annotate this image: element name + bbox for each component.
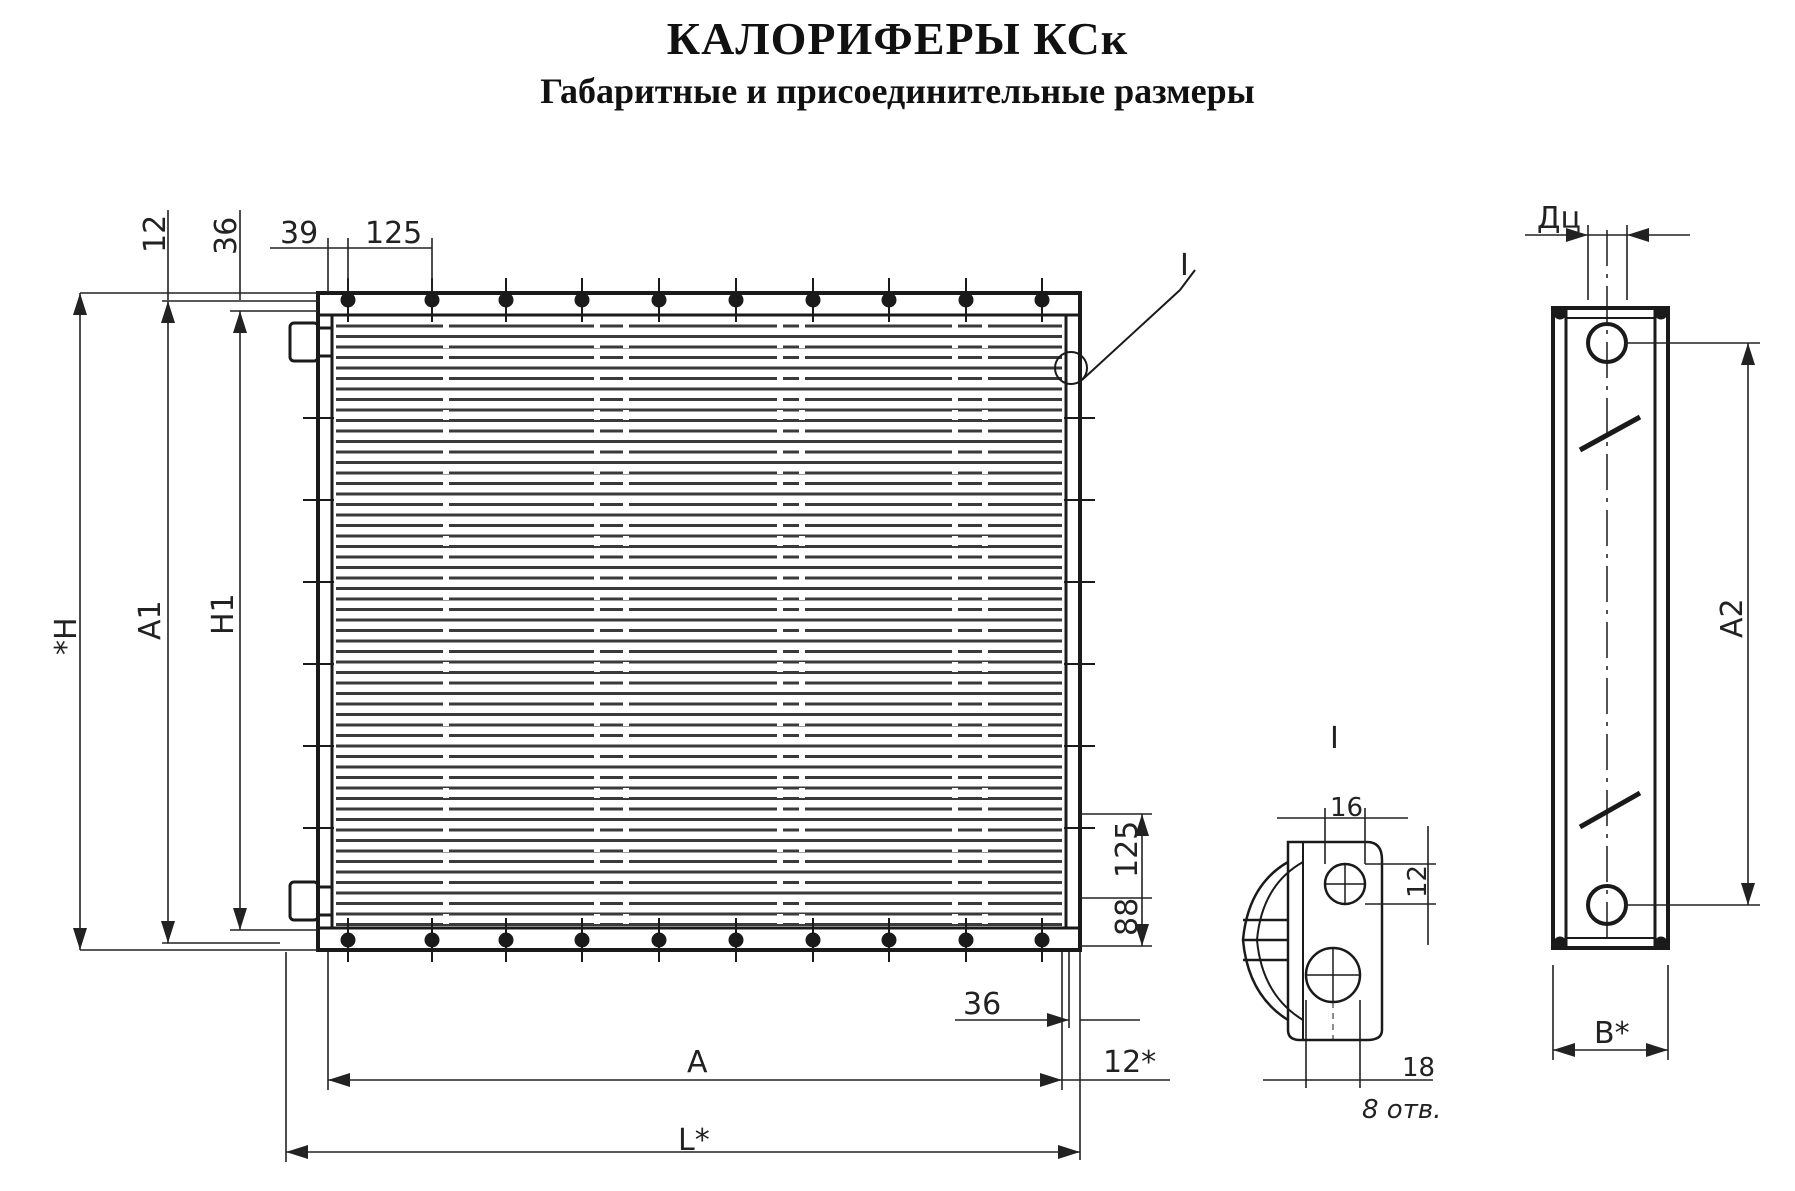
bolt-icon: [574, 278, 590, 322]
dim-125-top: 125: [365, 216, 422, 251]
fin-lines: [336, 324, 1062, 926]
bolt-icon: [728, 278, 744, 322]
detail-texts: I 16 12 18 8 отв.: [1330, 721, 1441, 1125]
dim-36-bottom: 36: [963, 987, 1001, 1022]
side-view: [1551, 230, 1670, 950]
bolt-icon: [881, 918, 897, 962]
heater-core: [330, 313, 1068, 930]
dim-L: L*: [678, 1123, 710, 1158]
bolt-icon: [805, 278, 821, 322]
dim-39: 39: [280, 216, 318, 251]
page-subtitle: Габаритные и присоединительные размеры: [540, 71, 1255, 111]
dim-H: *H: [49, 617, 84, 655]
side-ticks: [303, 417, 1095, 829]
dim-12-top: 12: [138, 215, 173, 253]
inlet-nozzle: [288, 321, 332, 363]
bolt-icon: [1034, 278, 1050, 322]
bolt-icon: [958, 918, 974, 962]
side-frame: [1551, 306, 1670, 950]
front-view: [288, 269, 1196, 962]
bolt-icon: [728, 918, 744, 962]
dim-H1: H1: [206, 593, 241, 635]
callout-circle: [1054, 351, 1088, 385]
dim-A2: A2: [1715, 598, 1750, 638]
side-dimension-lines: [1525, 225, 1760, 1060]
dim-B: B*: [1594, 1016, 1630, 1051]
front-dimension-texts: 12 36 39 125 *H A1 H1 125 88 36 12* A L*…: [49, 215, 1189, 1158]
bolt-icon: [340, 918, 356, 962]
dim-12-detail: 12: [1403, 865, 1433, 898]
front-dimension-lines: [79, 210, 1170, 1162]
bolt-icon: [498, 918, 514, 962]
detail-view: [1241, 840, 1384, 1042]
detail-label: I: [1330, 721, 1339, 756]
bolt-icon: [881, 278, 897, 322]
dim-18: 18: [1402, 1053, 1435, 1083]
detail-body: [1286, 840, 1384, 1042]
dim-36-top: 36: [209, 217, 244, 255]
holes-count: 8 отв.: [1362, 1095, 1441, 1125]
front-arrows: [73, 293, 1149, 1159]
dim-Du: Дц: [1537, 201, 1581, 236]
bolt-icon: [805, 918, 821, 962]
dim-12-bottom: 12*: [1103, 1045, 1156, 1080]
bolt-icon: [574, 918, 590, 962]
bolt-icon: [1034, 918, 1050, 962]
dim-A1: A1: [133, 600, 168, 640]
dim-A: A: [687, 1045, 708, 1080]
detail-dimension-lines: [1263, 808, 1436, 1088]
bolt-icon: [651, 278, 667, 322]
bolt-icon: [651, 918, 667, 962]
page-title: КАЛОРИФЕРЫ КСк: [666, 13, 1129, 64]
side-arrows: [1553, 228, 1755, 1057]
bolt-icon: [958, 278, 974, 322]
dim-16: 16: [1330, 793, 1363, 823]
side-texts: Дц A2 B*: [1537, 201, 1750, 1051]
callout-label: I: [1180, 248, 1189, 283]
bolt-icon: [498, 278, 514, 322]
bolt-icon: [424, 918, 440, 962]
flange-bolts: [340, 278, 1050, 962]
outlet-nozzle: [288, 880, 332, 922]
